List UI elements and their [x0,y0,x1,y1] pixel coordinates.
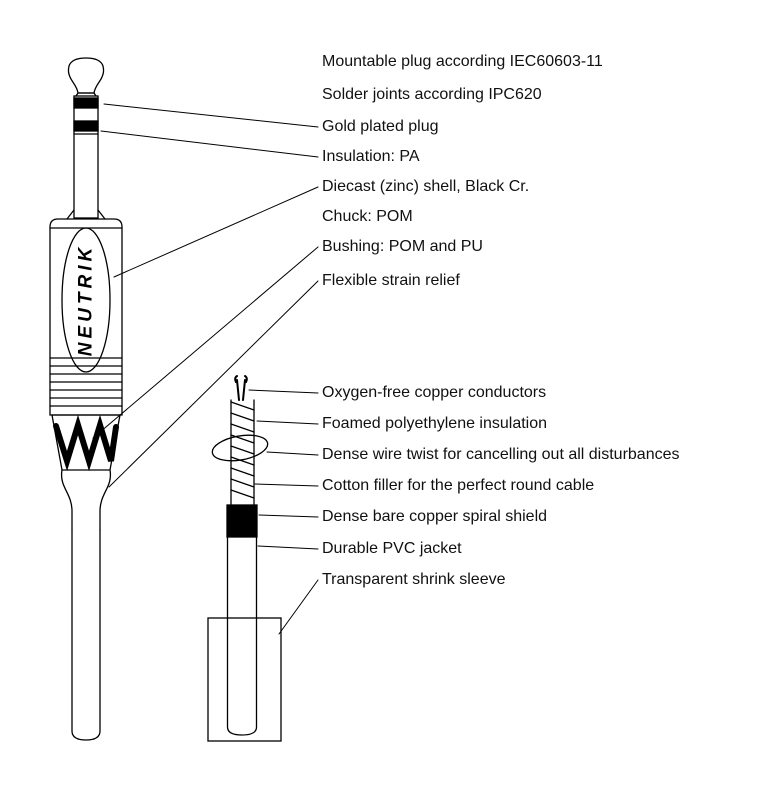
label-solder-joints: Solder joints according IPC620 [322,86,542,103]
brand-text: NEUTRIK [76,244,97,356]
label-mountable-plug: Mountable plug according IEC60603-11 [322,53,603,70]
label-shrink-sleeve: Transparent shrink sleeve [322,571,506,588]
leader-strain-relief [108,280,319,488]
cable-breakdown [207,375,282,742]
label-insulation-pa: Insulation: PA [322,148,420,165]
label-chuck-pom: Chuck: POM [322,208,413,225]
leader-insulation-pa [100,130,319,158]
pvc-jacket [226,536,258,736]
label-wire-twist: Dense wire twist for cancelling out all … [322,446,680,463]
leader-diecast-shell [113,186,319,278]
leader-conductors [248,389,319,394]
leader-pvc-jacket [257,545,319,550]
leader-cotton-filler [254,483,319,487]
label-gold-plated-plug: Gold plated plug [322,118,439,135]
label-foamed-insulation: Foamed polyethylene insulation [322,415,548,432]
plug-strain-relief [60,469,112,531]
plug-tip [67,57,105,94]
label-conductors: Oxygen-free copper conductors [322,384,547,401]
label-pvc-jacket: Durable PVC jacket [322,540,462,557]
shrink-sleeve [207,617,282,742]
leader-spiral-shield [258,514,319,518]
plug-barrel: NEUTRIK [49,218,123,416]
leader-gold-plated-plug [103,103,319,128]
trs-plug: NEUTRIK [49,57,123,741]
plug-cable [71,529,101,741]
insulation-loop [211,434,269,462]
leader-wire-twist [266,451,319,456]
label-diecast-shell: Diecast (zinc) shell, Black Cr. [322,178,530,195]
leader-foamed-insulation [256,420,319,425]
label-bushing: Bushing: POM and PU [322,238,483,255]
label-strain-relief: Flexible strain relief [322,272,460,289]
spiral-shield [226,504,258,538]
plug-shaft [66,95,106,220]
label-cotton-filler: Cotton filler for the perfect round cabl… [322,477,595,494]
label-spiral-shield: Dense bare copper spiral shield [322,508,548,525]
copper-conductors [234,375,248,401]
leader-bushing [92,246,319,439]
twisted-pair [230,399,255,506]
leader-shrink-sleeve [278,579,319,635]
leader-lines [92,103,319,635]
brand-oval [61,227,111,373]
